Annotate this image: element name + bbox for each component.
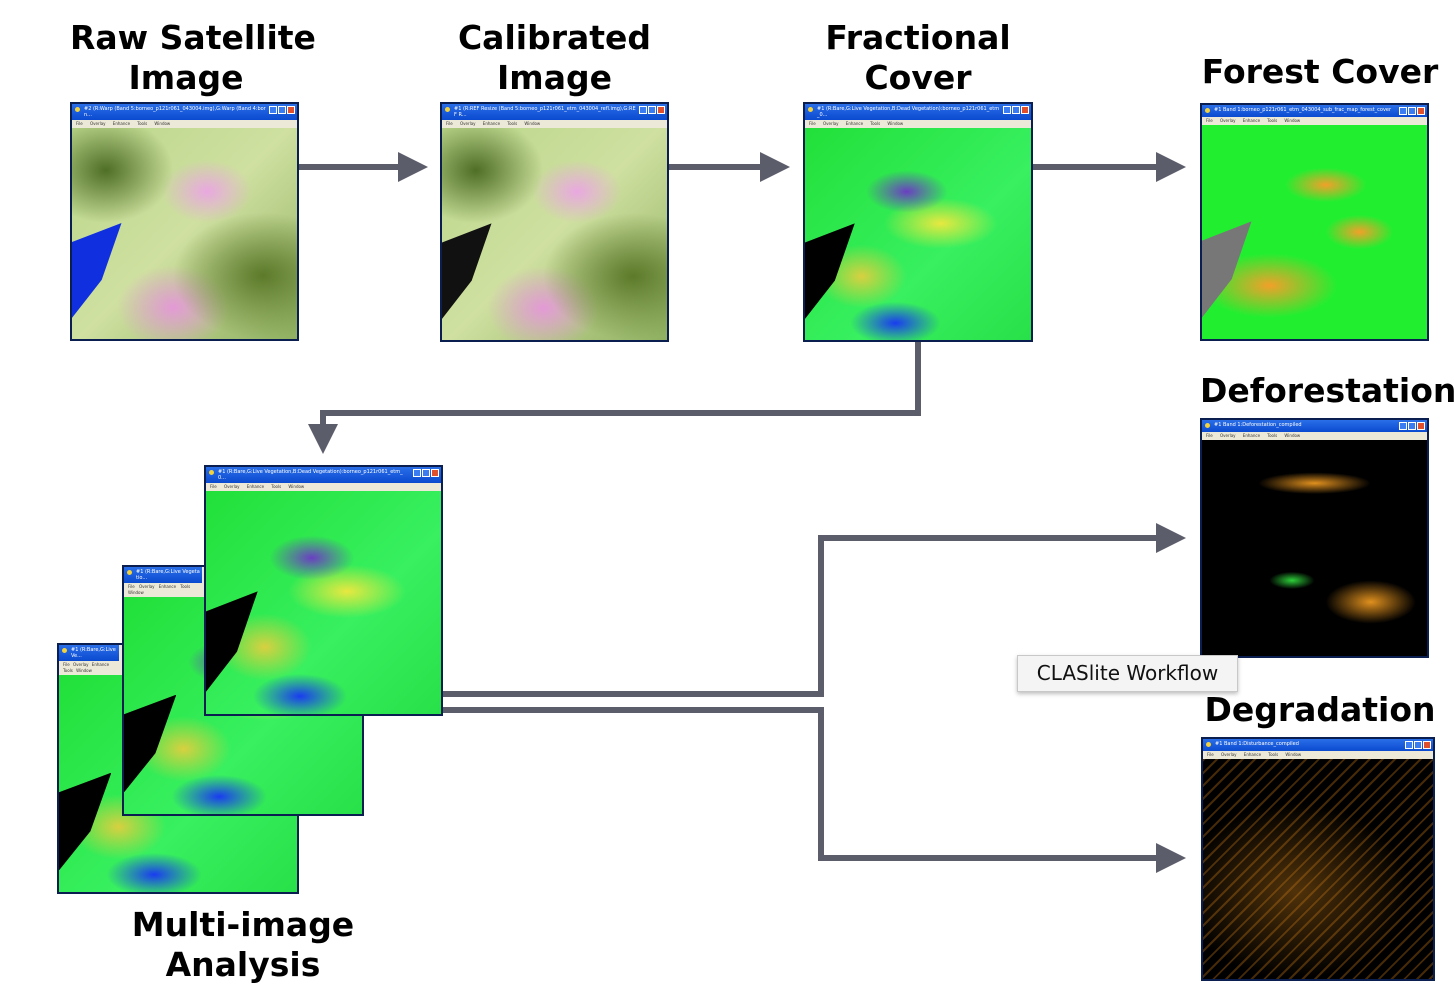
menu-bar[interactable]: File Overlay Enhance Tools Window <box>76 121 171 126</box>
close-icon[interactable] <box>1423 741 1431 749</box>
window-forest-cover: #1 Band 1:borneo_p121r061_etm_043004_sub… <box>1200 103 1429 341</box>
arrow-fractional-to-multi <box>308 342 921 454</box>
window-controls <box>413 469 439 477</box>
title-bar: #1 Band 1:Disturbance_compiled <box>1203 739 1433 751</box>
window-title: #1 (R:Bare,G:Live Vegetation,B:Dead Vege… <box>817 106 1000 118</box>
arrow-multi-to-degradation <box>442 707 1186 873</box>
water-body <box>59 772 112 871</box>
water-body <box>805 223 855 319</box>
window-controls <box>269 106 295 114</box>
raw-satellite-image <box>72 128 297 339</box>
title-bar: #1 (R:Bare,G:Live Ve... <box>59 645 119 661</box>
title-bar: #1 (R:Bare,G:Live Vegetatio... <box>124 567 202 583</box>
arrow-multi-to-deforestation <box>442 523 1186 697</box>
menu-bar[interactable]: File Overlay Enhance Tools Window <box>63 662 110 673</box>
window-title: #1 (R:Bare,G:Live Vegetation,B:Dead Vege… <box>218 469 403 481</box>
title-bar: #1 Band 1:Deforestation_compiled <box>1202 420 1427 432</box>
water-body <box>124 694 177 793</box>
maximize-icon[interactable] <box>1408 422 1416 430</box>
minimize-icon[interactable] <box>639 106 647 114</box>
window-fractional-cover: #1 (R:Bare,G:Live Vegetation,B:Dead Vege… <box>803 102 1033 342</box>
maximize-icon[interactable] <box>648 106 656 114</box>
maximize-icon[interactable] <box>278 106 286 114</box>
maximize-icon[interactable] <box>1408 107 1416 115</box>
label-line: Image <box>128 58 244 97</box>
window-title: #1 (R:Bare,G:Live Ve... <box>71 647 116 659</box>
label-degradation: Degradation <box>1204 690 1436 729</box>
menu-bar[interactable]: File Overlay Enhance Tools Window <box>210 484 305 489</box>
close-icon[interactable] <box>657 106 665 114</box>
menu-bar[interactable]: File Overlay Enhance Tools Window <box>1206 433 1301 438</box>
label-forest-cover: Forest Cover <box>1201 52 1439 91</box>
window-multi-front: #1 (R:Bare,G:Live Vegetation,B:Dead Vege… <box>204 465 443 716</box>
window-deforestation: #1 Band 1:Deforestation_compiled File Ov… <box>1200 418 1429 658</box>
window-raw-image: #2 (R:Warp (Band 5:borneo_p121r061_04300… <box>70 102 299 341</box>
window-controls <box>1405 741 1431 749</box>
title-bar: #2 (R:Warp (Band 5:borneo_p121r061_04300… <box>72 104 297 120</box>
forest-cover-image <box>1202 125 1427 339</box>
window-controls <box>1399 107 1425 115</box>
menu-bar[interactable]: File Overlay Enhance Tools Window <box>128 584 191 595</box>
window-title: #1 Band 1:Disturbance_compiled <box>1215 741 1299 747</box>
water-body <box>72 222 122 318</box>
close-icon[interactable] <box>431 469 439 477</box>
window-controls <box>639 106 665 114</box>
close-icon[interactable] <box>1417 422 1425 430</box>
minimize-icon[interactable] <box>269 106 277 114</box>
tooltip: CLASlite Workflow <box>1017 655 1238 692</box>
deforestation-image <box>1202 440 1427 656</box>
minimize-icon[interactable] <box>413 469 421 477</box>
label-line: Raw Satellite <box>70 18 316 57</box>
window-degradation: #1 Band 1:Disturbance_compiled File Over… <box>1201 737 1435 981</box>
menu-bar[interactable]: File Overlay Enhance Tools Window <box>446 121 541 126</box>
window-title: #2 (R:Warp (Band 5:borneo_p121r061_04300… <box>84 106 266 118</box>
maximize-icon[interactable] <box>1414 741 1422 749</box>
window-title: #1 Band 1:Deforestation_compiled <box>1214 422 1302 428</box>
label-line: Multi-image <box>131 905 355 944</box>
label-deforestation: Deforestation <box>1200 371 1454 410</box>
calibrated-image <box>442 128 667 340</box>
minimize-icon[interactable] <box>1405 741 1413 749</box>
label-line: Cover <box>864 58 972 97</box>
minimize-icon[interactable] <box>1003 106 1011 114</box>
title-bar: #1 (R:REF Resize (Band 5:borneo_p121r061… <box>442 104 667 120</box>
window-title: #1 (R:Bare,G:Live Vegetatio... <box>136 569 200 581</box>
fractional-cover-image <box>805 128 1031 340</box>
window-title: #1 (R:REF Resize (Band 5:borneo_p121r061… <box>454 106 636 118</box>
window-controls <box>1003 106 1029 114</box>
menu-bar[interactable]: File Overlay Enhance Tools Window <box>1206 118 1301 123</box>
label-line: Calibrated <box>457 18 652 57</box>
fractional-cover-image <box>206 491 441 714</box>
water-body <box>442 223 492 319</box>
window-calibrated-image: #1 (R:REF Resize (Band 5:borneo_p121r061… <box>440 102 669 342</box>
maximize-icon[interactable] <box>422 469 430 477</box>
label-line: Analysis <box>165 945 321 984</box>
window-title: #1 Band 1:borneo_p121r061_etm_043004_sub… <box>1214 107 1392 113</box>
maximize-icon[interactable] <box>1012 106 1020 114</box>
title-bar: #1 (R:Bare,G:Live Vegetation,B:Dead Vege… <box>805 104 1031 120</box>
close-icon[interactable] <box>1021 106 1029 114</box>
title-bar: #1 (R:Bare,G:Live Vegetation,B:Dead Vege… <box>206 467 441 483</box>
title-bar: #1 Band 1:borneo_p121r061_etm_043004_sub… <box>1202 105 1427 117</box>
water-body <box>206 591 258 692</box>
water-body <box>1202 221 1252 318</box>
close-icon[interactable] <box>287 106 295 114</box>
window-controls <box>1399 422 1425 430</box>
label-line: Fractional <box>825 18 1011 57</box>
close-icon[interactable] <box>1417 107 1425 115</box>
minimize-icon[interactable] <box>1399 107 1407 115</box>
menu-bar[interactable]: File Overlay Enhance Tools Window <box>1207 752 1302 757</box>
label-line: Image <box>497 58 612 97</box>
degradation-image <box>1203 759 1433 979</box>
menu-bar[interactable]: File Overlay Enhance Tools Window <box>809 121 904 126</box>
minimize-icon[interactable] <box>1399 422 1407 430</box>
